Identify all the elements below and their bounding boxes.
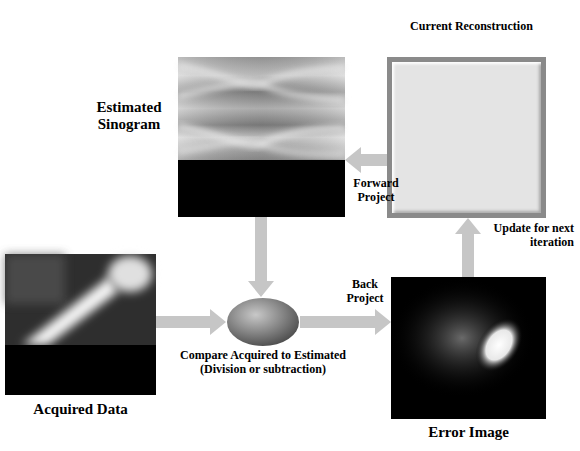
node-heading: Current Reconstruction — [404, 20, 539, 34]
sinogram-pattern — [178, 57, 345, 160]
edge-label: Back Project — [338, 278, 392, 306]
acquired-shade — [5, 254, 65, 304]
node-heading: Acquired Data — [5, 401, 156, 418]
sinogram-band — [178, 82, 345, 100]
error-glow — [390, 278, 534, 398]
acquired-image — [5, 254, 156, 395]
sinogram-box: Estimated Sinogram — [178, 57, 345, 217]
acquired-ground — [5, 254, 156, 345]
error-box: Error Image — [391, 277, 546, 419]
compare-ellipse: Compare Acquired to Estimated (Division … — [226, 297, 300, 347]
acquired-band — [22, 276, 118, 345]
block-arrow — [300, 309, 391, 335]
acquired-empty — [5, 345, 156, 395]
reconstruction-box: Current Reconstruction — [387, 57, 546, 218]
edge-label: Forward Project — [345, 177, 407, 205]
sinogram-band — [178, 141, 345, 154]
block-arrow — [455, 218, 481, 277]
node-heading: Estimated Sinogram — [86, 99, 172, 134]
compare-ellipse-shape — [227, 298, 299, 346]
sinogram-image — [178, 57, 345, 217]
block-arrow — [345, 147, 387, 173]
ellipse-outline — [226, 297, 300, 347]
sinogram-shade — [178, 57, 345, 160]
error-hotspot — [465, 309, 532, 381]
block-arrow — [156, 309, 226, 335]
acquired-box: Acquired Data — [5, 254, 156, 395]
node-caption: Compare Acquired to Estimated (Division … — [164, 349, 362, 377]
block-arrow — [248, 217, 274, 297]
sinogram-empty — [178, 160, 345, 217]
acquired-blob — [108, 256, 152, 292]
edge-label: Update for next iteration — [486, 222, 574, 250]
error-ground — [391, 277, 546, 419]
error-picture — [390, 277, 546, 419]
node-heading: Error Image — [391, 424, 546, 441]
